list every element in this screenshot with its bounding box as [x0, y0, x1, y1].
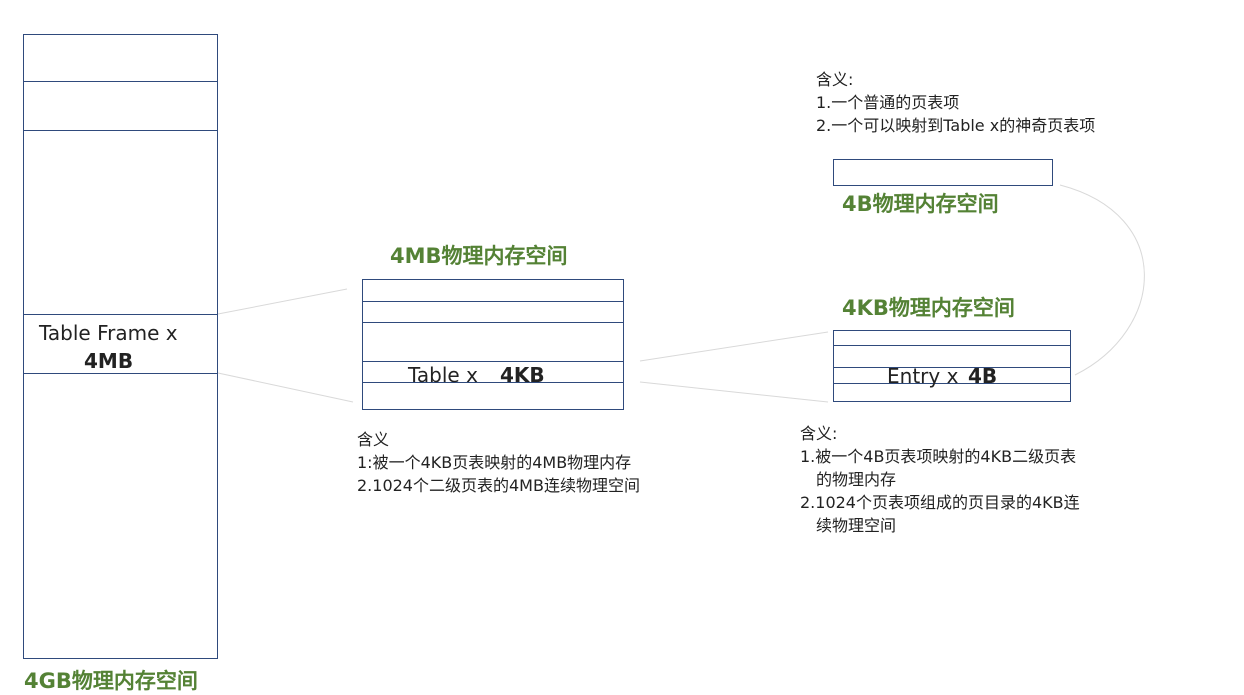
meaning-line: 续物理空间 [816, 516, 897, 535]
connector-4mb-to-4kb-bottom [639, 381, 829, 403]
row-divider [363, 301, 623, 302]
meaning-line: 2.1024个页表项组成的页目录的4KB连 [800, 493, 1080, 512]
title-4b: 4B物理内存空间 [842, 192, 999, 216]
meaning-line: 1.一个普通的页表项 [816, 93, 960, 112]
title-4gb: 4GB物理内存空间 [24, 669, 198, 693]
row-divider [24, 314, 217, 315]
meaning-line: 1:被一个4KB页表映射的4MB物理内存 [357, 453, 632, 472]
meaning-4b: 含义: 1.一个普通的页表项 2.一个可以映射到Table x的神奇页表项 [816, 68, 1095, 137]
row-divider [363, 322, 623, 323]
connector-4mb-to-4kb-top [639, 331, 829, 362]
table-frame-size: 4MB [84, 349, 134, 373]
row-divider [834, 383, 1070, 384]
entry-x-label: Entry x [887, 364, 959, 388]
memory-4kb-block [833, 330, 1071, 402]
entry-x-size: 4B [968, 364, 998, 388]
title-4mb: 4MB物理内存空间 [390, 244, 568, 268]
meaning-title: 含义: [800, 424, 838, 443]
meaning-title: 含义 [357, 430, 390, 449]
row-divider [24, 81, 217, 82]
row-divider [834, 345, 1070, 346]
row-divider [24, 130, 217, 131]
meaning-4kb: 含义: 1.被一个4B页表项映射的4KB二级页表 的物理内存 2.1024个页表… [800, 422, 1080, 537]
connector-4gb-to-4mb-bottom [217, 372, 354, 403]
meaning-line: 的物理内存 [816, 470, 897, 489]
table-x-size: 4KB [500, 363, 545, 387]
memory-4b-block [833, 159, 1053, 186]
memory-4mb-block [362, 279, 624, 410]
meaning-title: 含义: [816, 70, 854, 89]
meaning-line: 2.一个可以映射到Table x的神奇页表项 [816, 116, 1096, 135]
title-4kb: 4KB物理内存空间 [842, 296, 1015, 320]
table-x-label: Table x [408, 363, 478, 387]
memory-4gb-block [23, 34, 218, 659]
row-divider [363, 382, 623, 383]
connector-entry-to-4b-curve [1059, 184, 1145, 376]
meaning-line: 1.被一个4B页表项映射的4KB二级页表 [800, 447, 1077, 466]
row-divider [24, 373, 217, 374]
meaning-line: 2.1024个二级页表的4MB连续物理空间 [357, 476, 640, 495]
row-divider [363, 361, 623, 362]
meaning-4mb: 含义 1:被一个4KB页表映射的4MB物理内存 2.1024个二级页表的4MB连… [357, 428, 640, 497]
table-frame-label: Table Frame x [39, 321, 178, 345]
connector-4gb-to-4mb-top [217, 288, 348, 315]
row-divider [834, 367, 1070, 368]
